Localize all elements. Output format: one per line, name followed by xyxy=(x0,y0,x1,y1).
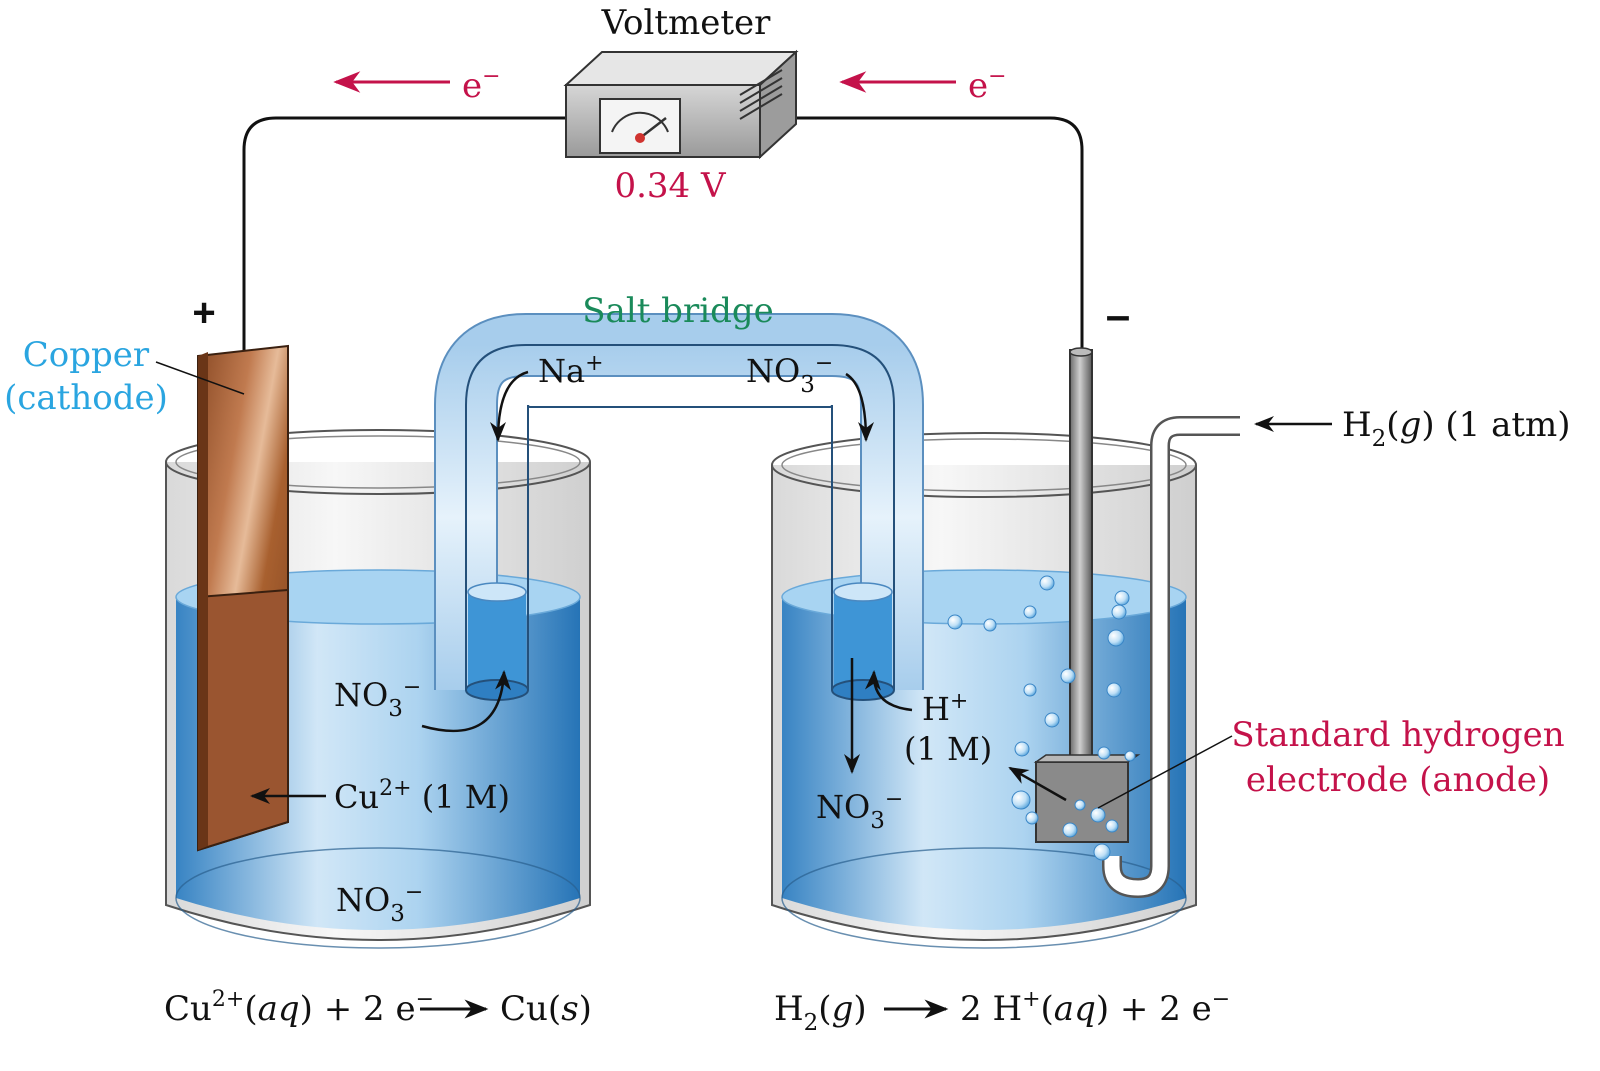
no3-left-top-label: NO3− xyxy=(334,675,421,722)
minus-terminal: – xyxy=(1106,291,1130,340)
hydrogen-bubble xyxy=(1039,575,1055,591)
no3-left-bottom-label: NO3− xyxy=(336,880,423,927)
cathode-half-reaction: Cu2+(aq) + 2 e− Cu(s) xyxy=(164,987,592,1029)
she-leader-line xyxy=(1097,735,1233,809)
h-ion-arrow xyxy=(864,670,913,712)
electron-label-left: e− xyxy=(462,64,501,106)
she-label-line1: Standard hydrogen xyxy=(1231,715,1564,755)
hydrogen-bubble xyxy=(1093,843,1111,861)
hydrogen-bubble xyxy=(1074,799,1086,811)
hydrogen-bubble xyxy=(947,614,963,630)
she-label-line2: electrode (anode) xyxy=(1246,760,1550,800)
salt-bridge xyxy=(434,313,924,701)
no3-ion-arrow xyxy=(845,372,874,442)
hydrogen-bubble xyxy=(1106,682,1122,698)
hydrogen-bubble xyxy=(1105,819,1119,833)
hydrogen-bubble xyxy=(1090,807,1106,823)
anode-half-reaction: H2(g) 2 H+(aq) + 2 e− xyxy=(774,987,1230,1036)
voltmeter-label: Voltmeter xyxy=(601,3,772,43)
salt-bridge-label: Salt bridge xyxy=(582,291,773,331)
svg-text:Cu(s): Cu(s) xyxy=(500,989,592,1029)
hydrogen-bubble xyxy=(1023,605,1037,619)
voltmeter-icon xyxy=(563,49,799,160)
hydrogen-bubble xyxy=(1014,741,1030,757)
hydrogen-bubble xyxy=(1011,790,1031,810)
no3-left-arrow xyxy=(421,670,512,733)
na-ion-arrow xyxy=(490,370,529,442)
hydrogen-bubble xyxy=(1107,629,1125,647)
hydrogen-bubble xyxy=(1124,750,1136,762)
h-ion-concentration: (1 M) xyxy=(904,730,992,768)
svg-text:2 H+(aq) + 2 e−: 2 H+(aq) + 2 e− xyxy=(960,987,1230,1029)
plus-terminal: + xyxy=(192,291,215,335)
hydrogen-bubble xyxy=(1044,712,1060,728)
na-ion-label: Na+ xyxy=(538,351,604,390)
voltage-reading: 0.34 V xyxy=(614,166,727,206)
copper-label-line1: Copper xyxy=(23,335,150,375)
svg-text:Cu2+(aq) + 2 e−: Cu2+(aq) + 2 e− xyxy=(164,987,434,1029)
hydrogen-bubble xyxy=(1062,822,1078,838)
hydrogen-bubbles xyxy=(947,575,1136,861)
hydrogen-bubble xyxy=(1060,668,1076,684)
hydrogen-bubble xyxy=(1114,590,1130,606)
hydrogen-bubble xyxy=(1097,746,1111,760)
no3-right-label: NO3− xyxy=(816,787,903,834)
electron-label-right: e− xyxy=(968,64,1007,106)
hydrogen-bubble xyxy=(983,618,997,632)
she-to-electrode-arrow xyxy=(1008,766,1067,802)
hydrogen-bubble xyxy=(1025,811,1039,825)
h-ion-label: H+ xyxy=(922,689,968,728)
copper-leader-line xyxy=(155,361,245,395)
svg-text:H2(g): H2(g) xyxy=(774,989,867,1036)
copper-electrode xyxy=(197,344,289,852)
copper-label-line2: (cathode) xyxy=(4,378,168,418)
cu-ion-label: Cu2+ (1 M) xyxy=(334,776,510,816)
no3-bridge-label: NO3− xyxy=(746,351,833,398)
h2-gas-label: H2(g) (1 atm) xyxy=(1342,405,1571,452)
hydrogen-bubble xyxy=(1111,604,1127,620)
hydrogen-bubble xyxy=(1023,683,1037,697)
external-wire xyxy=(242,116,1084,350)
